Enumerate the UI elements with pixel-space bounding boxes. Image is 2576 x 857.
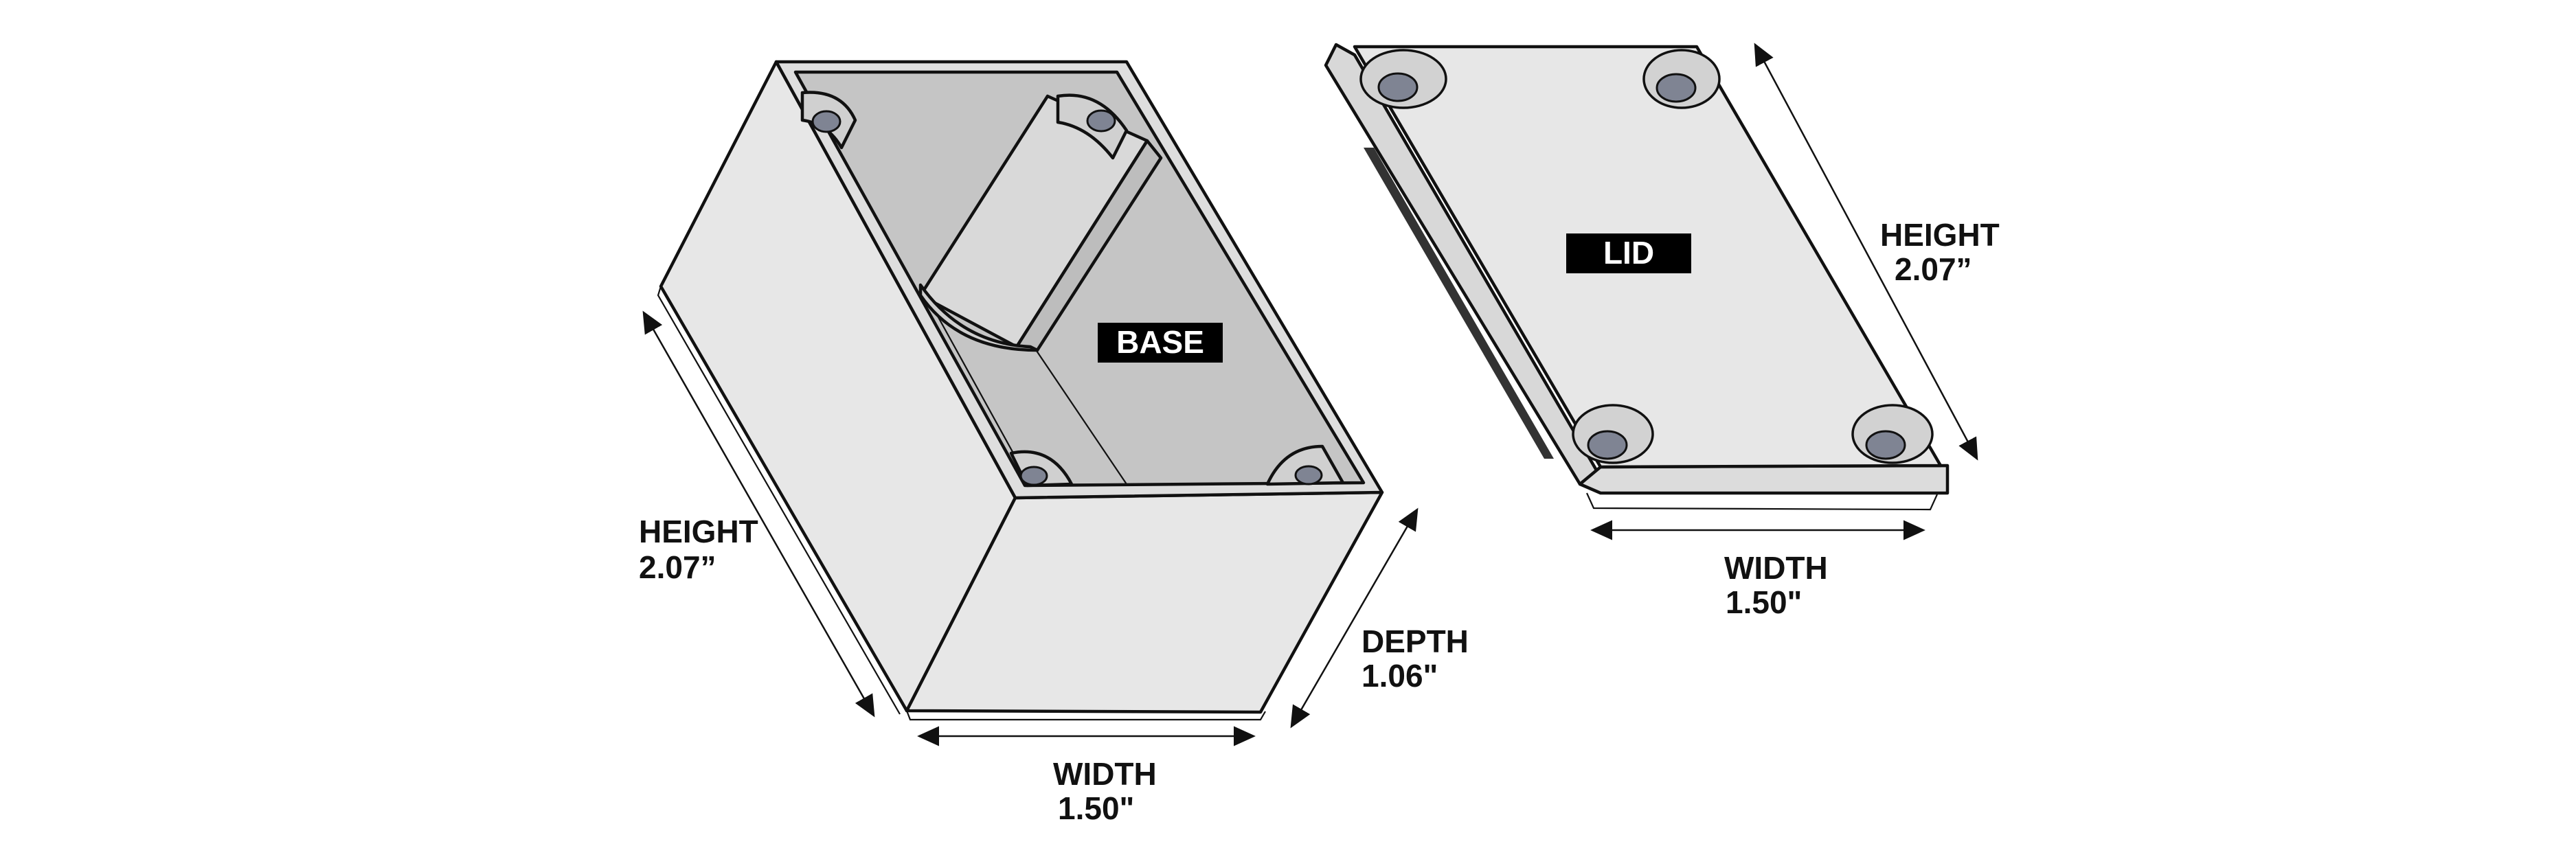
base-screw-hole-icon (1086, 109, 1116, 133)
lid-width-value: 1.50" (1726, 584, 1802, 620)
lid-tag-text: LID (1603, 235, 1654, 271)
base-height-label: HEIGHT (639, 514, 758, 549)
base-screw-hole-icon (1294, 465, 1323, 485)
base-depth-dimension-line (1290, 507, 1419, 729)
base-floor-edge-2 (1033, 346, 1127, 485)
lid-screw-hole-icon (1587, 430, 1628, 460)
base-screw-hole-icon (1019, 466, 1048, 486)
base-screw-hole-icon (811, 110, 841, 133)
base-boss-back-right (1056, 93, 1129, 160)
base-box: BASE (657, 60, 1384, 721)
lid-tag: LID (1566, 233, 1691, 273)
lid-width-label: WIDTH (1724, 550, 1828, 586)
lid-height-value: 2.07” (1895, 251, 1972, 287)
lid-recess-bottom-left (1572, 404, 1654, 464)
lid-screw-hole-icon (1656, 73, 1697, 103)
base-width-label: WIDTH (1053, 756, 1157, 792)
base-tag: BASE (1098, 323, 1223, 363)
lid-front-edge (1578, 464, 1950, 495)
lid-screw-hole-icon (1377, 72, 1419, 102)
lid-screw-hole-icon (1865, 430, 1906, 460)
lid-plate: LID (1324, 43, 1950, 511)
base-boss-front-left (1009, 450, 1074, 488)
lid-underside-shadow (1364, 148, 1554, 459)
base-boss-back-left (800, 91, 857, 150)
base-depth-value: 1.06" (1362, 658, 1438, 694)
base-width-value: 1.50" (1058, 790, 1134, 826)
lid-recess-top-left (1359, 49, 1447, 109)
lid-height-label: HEIGHT (1880, 217, 2000, 253)
base-tag-text: BASE (1116, 324, 1204, 360)
lid-recess-top-right (1642, 49, 1721, 109)
base-height-value: 2.07” (639, 549, 716, 585)
lid-recess-bottom-right (1851, 404, 1934, 464)
base-boss-front-right (1265, 444, 1345, 486)
base-bottom-lip (905, 710, 1266, 721)
base-height-dimension-line (642, 310, 875, 718)
lid-height-dimension-line (1754, 43, 1978, 461)
base-depth-label: DEPTH (1362, 624, 1469, 659)
lid-bottom-lip (1585, 492, 1939, 511)
